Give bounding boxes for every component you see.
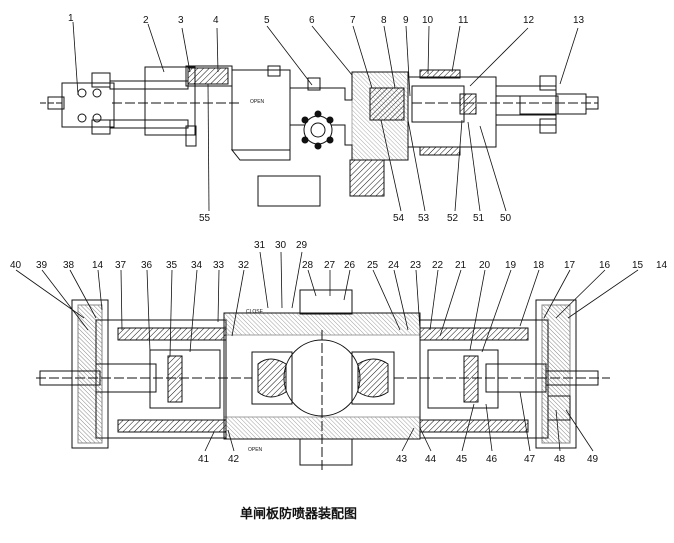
label-24: 24	[388, 260, 400, 271]
label-7: 7	[350, 15, 356, 26]
label-16: 16	[599, 260, 611, 271]
label-18: 18	[533, 260, 545, 271]
label-33: 33	[213, 260, 225, 271]
label-50: 50	[500, 213, 512, 224]
label-15: 15	[632, 260, 644, 271]
bottom-leaders	[15, 251, 639, 452]
top-open-mark: OPEN	[250, 99, 265, 105]
top-leaders	[72, 21, 579, 212]
label-52: 52	[447, 213, 459, 224]
label-36: 36	[141, 260, 153, 271]
label-46: 46	[486, 454, 498, 465]
label-14-left: 14	[92, 260, 104, 271]
label-5: 5	[264, 15, 270, 26]
label-41: 41	[198, 454, 210, 465]
label-22: 22	[432, 260, 444, 271]
open-mark: OPEN	[248, 447, 263, 453]
label-35: 35	[166, 260, 178, 271]
close-mark: CLOSE	[246, 309, 264, 315]
label-48: 48	[554, 454, 566, 465]
label-34: 34	[191, 260, 203, 271]
label-9: 9	[403, 15, 409, 26]
label-12: 12	[523, 15, 535, 26]
label-55: 55	[199, 213, 211, 224]
label-8: 8	[381, 15, 387, 26]
top-view	[40, 65, 599, 207]
label-37: 37	[115, 260, 127, 271]
label-49: 49	[587, 454, 599, 465]
label-47: 47	[524, 454, 536, 465]
drawing-caption: 单闸板防喷器装配图	[240, 506, 357, 522]
bonnet	[231, 69, 291, 151]
label-13: 13	[573, 15, 585, 26]
label-31: 31	[254, 240, 266, 251]
label-44: 44	[425, 454, 437, 465]
label-27: 27	[324, 260, 336, 271]
label-39: 39	[36, 260, 48, 271]
left-handwheel-hub	[61, 82, 115, 128]
label-20: 20	[479, 260, 491, 271]
label-40: 40	[10, 260, 22, 271]
label-32: 32	[238, 260, 250, 271]
label-6: 6	[309, 15, 315, 26]
label-4: 4	[213, 15, 219, 26]
label-2: 2	[143, 15, 149, 26]
label-43: 43	[396, 454, 408, 465]
label-23: 23	[410, 260, 422, 271]
label-51: 51	[473, 213, 485, 224]
label-53: 53	[418, 213, 430, 224]
label-3: 3	[178, 15, 184, 26]
bottom-view	[36, 289, 610, 470]
label-26: 26	[344, 260, 356, 271]
label-19: 19	[505, 260, 517, 271]
bottom-labels: 31 30 29 40 39 38 14 37 36 35 34 33 32 2…	[10, 240, 668, 465]
cylinder-body	[144, 66, 196, 136]
label-38: 38	[63, 260, 75, 271]
label-30: 30	[275, 240, 287, 251]
label-17: 17	[564, 260, 576, 271]
label-21: 21	[455, 260, 467, 271]
label-29: 29	[296, 240, 308, 251]
label-45: 45	[456, 454, 468, 465]
label-28: 28	[302, 260, 314, 271]
label-14-right: 14	[656, 260, 668, 271]
label-25: 25	[367, 260, 379, 271]
label-11: 11	[458, 15, 469, 26]
label-10: 10	[422, 15, 434, 26]
label-42: 42	[228, 454, 240, 465]
top-labels: 1 2 3 4 5 6 7 8 9 10 11 12 13 55 54 53 5…	[68, 13, 585, 224]
label-1: 1	[68, 13, 74, 24]
label-54: 54	[393, 213, 405, 224]
